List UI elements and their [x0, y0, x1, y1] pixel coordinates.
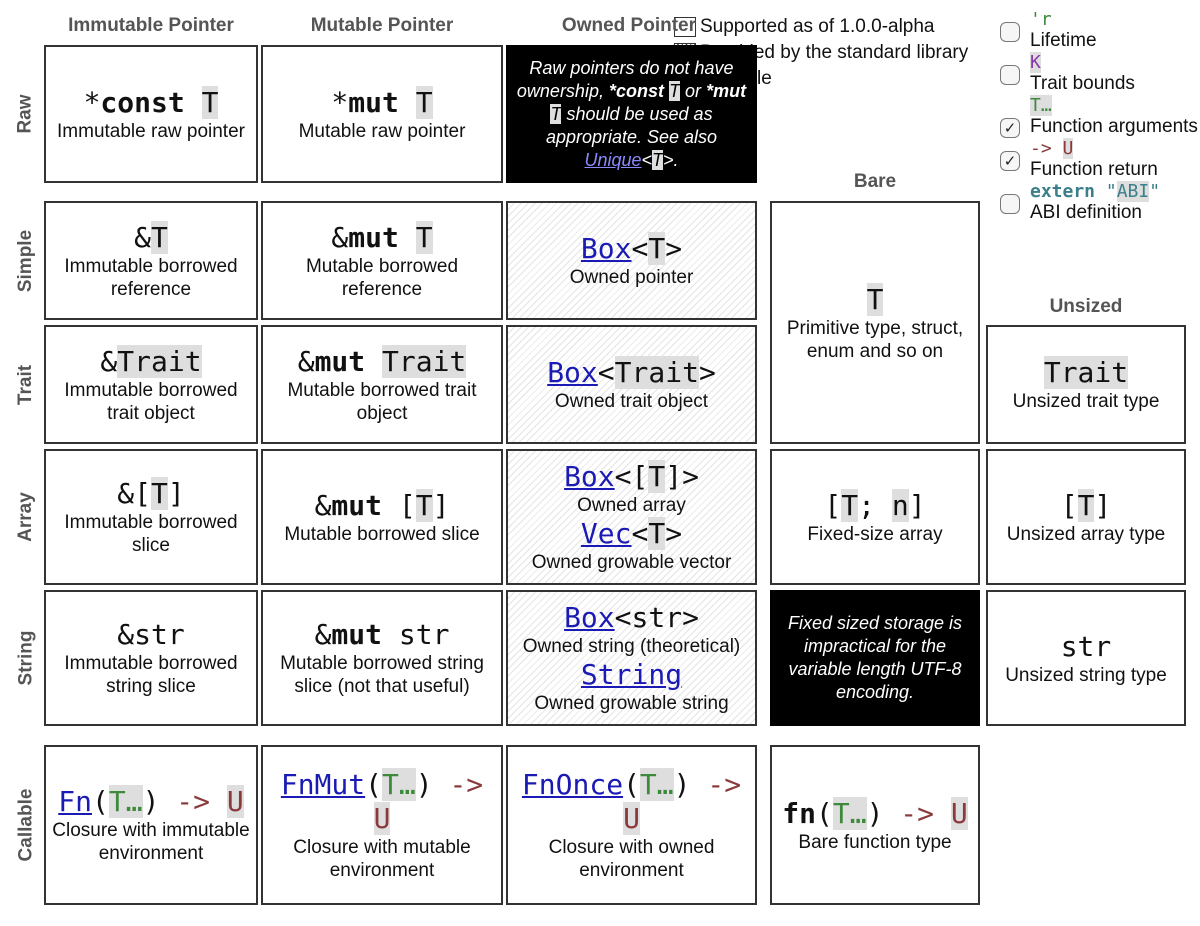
cell-array-mutable: &mut [T] Mutable borrowed slice [261, 449, 503, 585]
library-note: Provided by the standard library [700, 42, 969, 63]
type-const-ptr: *const T [83, 85, 219, 119]
col-mutable-pointer: Mutable Pointer [310, 15, 454, 36]
cell-callable-mutable: FnMut(T…) -> U Closure with mutable envi… [261, 745, 503, 905]
legend-abi[interactable]: extern "ABI" ABI definition [998, 181, 1198, 223]
row-simple: Simple [15, 229, 36, 292]
cell-trait-unsized: Trait Unsized trait type [986, 325, 1186, 444]
legend-lifetime[interactable]: 'r Lifetime [998, 10, 1198, 51]
cell-string-bare-note: Fixed sized storage is impractical for t… [770, 590, 980, 726]
cell-callable-immutable: Fn(T…) -> U Closure with immutable envir… [44, 745, 258, 905]
cell-trait-immutable: &Trait Immutable borrowed trait object [44, 325, 258, 444]
cell-callable-owned: FnOnce(T…) -> U Closure with owned envir… [506, 745, 757, 905]
row-string: String [15, 630, 37, 686]
cell-simple-immutable: &T Immutable borrowed reference [44, 201, 258, 320]
type-mut-ptr: *mut T [331, 85, 433, 119]
cell-string-mutable: &mut str Mutable borrowed string slice (… [261, 590, 503, 726]
arguments-checkbox-checked[interactable]: ✓ [1000, 118, 1020, 138]
row-array: Array [15, 492, 36, 542]
supported-swatch [674, 16, 696, 37]
cell-raw-immutable: *const T Immutable raw pointer [44, 45, 258, 183]
cell-string-owned: Box<str> Owned string (theoretical) Stri… [506, 590, 757, 726]
col-bare: Bare [853, 171, 897, 192]
abi-checkbox[interactable] [1000, 194, 1020, 214]
col-immutable-pointer: Immutable Pointer [68, 15, 234, 36]
fnmut-trait-link[interactable]: FnMut [280, 768, 366, 801]
cell-string-unsized: str Unsized string type [986, 590, 1186, 726]
row-trait: Trait [15, 364, 36, 405]
box-link[interactable]: Box [547, 356, 598, 389]
lifetime-checkbox[interactable] [1000, 22, 1020, 42]
trait-bounds-checkbox[interactable] [1000, 65, 1020, 85]
cell-raw-owned-note: Raw pointers do not have ownership, *con… [506, 45, 757, 183]
box-link[interactable]: Box [564, 460, 615, 493]
box-link[interactable]: Box [580, 232, 632, 265]
cell-simple-mutable: &mut T Mutable borrowed reference [261, 201, 503, 320]
cell-array-owned: Box<[T]> Owned array Vec<T> Owned growab… [506, 449, 757, 585]
cell-trait-mutable: &mut Trait Mutable borrowed trait object [261, 325, 503, 444]
row-callable: Callable [15, 788, 36, 862]
fnonce-trait-link[interactable]: FnOnce [521, 768, 624, 801]
cell-bare-simple: T Primitive type, struct, enum and so on [770, 201, 980, 444]
legend-trait-bounds[interactable]: K Trait bounds [998, 52, 1198, 94]
supported-note: Supported as of 1.0.0-alpha [700, 16, 935, 37]
cell-raw-mutable: *mut T Mutable raw pointer [261, 45, 503, 183]
legend: 'r Lifetime K Trait bounds ✓ T… Function… [998, 10, 1198, 225]
legend-function-return[interactable]: ✓ -> U Function return [998, 138, 1198, 180]
cell-simple-owned: Box<T> Owned pointer [506, 201, 757, 320]
col-owned-pointer: Owned Pointer [561, 15, 696, 36]
return-checkbox-checked[interactable]: ✓ [1000, 151, 1020, 171]
cell-array-bare: [T; n] Fixed-size array [770, 449, 980, 585]
cell-callable-bare: fn(T…) -> U Bare function type [770, 745, 980, 905]
box-link[interactable]: Box [564, 601, 615, 634]
cell-array-immutable: &[T] Immutable borrowed slice [44, 449, 258, 585]
legend-function-arguments[interactable]: ✓ T… Function arguments [998, 95, 1198, 138]
cell-array-unsized: [T] Unsized array type [986, 449, 1186, 585]
unique-link[interactable]: Unique [584, 149, 642, 170]
col-unsized: Unsized [1049, 296, 1123, 317]
cell-trait-owned: Box<Trait> Owned trait object [506, 325, 757, 444]
fn-trait-link[interactable]: Fn [58, 785, 92, 818]
cell-string-immutable: &str Immutable borrowed string slice [44, 590, 258, 726]
string-link[interactable]: String [580, 658, 683, 691]
row-raw: Raw [14, 94, 36, 134]
vec-link[interactable]: Vec [580, 517, 632, 550]
